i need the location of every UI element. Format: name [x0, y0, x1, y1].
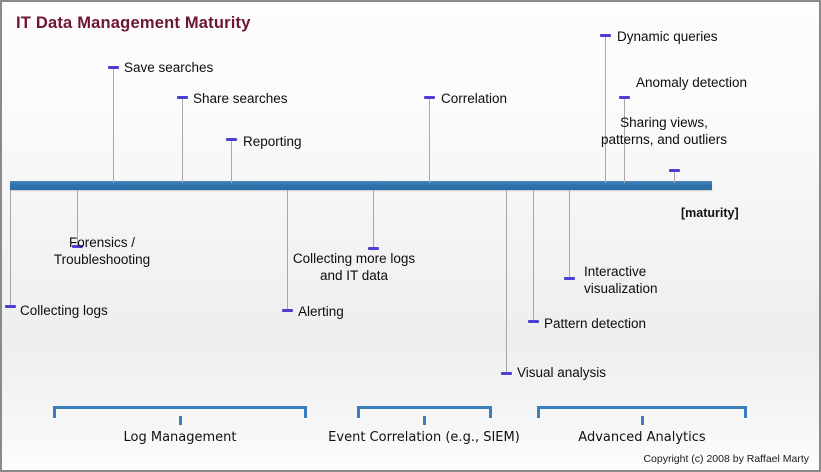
milestone-stem-pattern-detection [533, 190, 534, 322]
milestone-marker-forensics-troubleshooting[interactable] [72, 245, 83, 248]
milestone-label-dynamic-queries: Dynamic queries [617, 29, 718, 44]
bracket-label-event-correlation-e-g-siem: Event Correlation (e.g., SIEM) [328, 430, 520, 445]
milestone-label-sharing-views-patterns-and-outliers: Sharing views, patterns, and outliers [600, 115, 728, 147]
milestone-stem-reporting [231, 138, 232, 183]
milestone-label-share-searches: Share searches [193, 91, 288, 106]
milestone-label-correlation: Correlation [441, 91, 508, 106]
milestone-label-anomaly-detection: Anomaly detection [636, 75, 748, 90]
milestone-label-interactive-visualization: Interactive visualization [584, 264, 658, 296]
milestone-stem-interactive-visualization [569, 190, 570, 279]
axis-label-maturity: [maturity] [681, 206, 739, 220]
milestone-marker-correlation[interactable] [424, 96, 435, 99]
milestone-stem-anomaly-detection [624, 96, 625, 183]
milestone-stem-share-searches [182, 96, 183, 183]
bracket-tick-log-management [179, 416, 182, 425]
milestone-marker-sharing-views-patterns-and-outliers[interactable] [669, 169, 680, 172]
milestone-marker-save-searches[interactable] [108, 66, 119, 69]
milestone-stem-save-searches [113, 66, 114, 183]
milestone-label-pattern-detection: Pattern detection [544, 316, 647, 331]
milestone-marker-pattern-detection[interactable] [528, 320, 539, 323]
milestone-marker-share-searches[interactable] [177, 96, 188, 99]
bracket-tick-event-correlation-e-g-siem [423, 416, 426, 425]
milestone-label-reporting: Reporting [243, 134, 302, 149]
milestone-label-visual-analysis: Visual analysis [517, 365, 607, 380]
milestone-marker-alerting[interactable] [282, 309, 293, 312]
milestone-stem-alerting [287, 190, 288, 311]
copyright-notice: Copyright (c) 2008 by Raffael Marty [643, 453, 809, 465]
bracket-tick-advanced-analytics [641, 416, 644, 425]
milestone-marker-reporting[interactable] [226, 138, 237, 141]
milestone-marker-collecting-more-logs-and-it-data[interactable] [368, 247, 379, 250]
milestone-label-collecting-more-logs-and-it-data: Collecting more logs and IT data [292, 251, 416, 283]
maturity-axis-bar [10, 181, 712, 190]
milestone-stem-forensics-troubleshooting [77, 190, 78, 247]
milestone-marker-collecting-logs[interactable] [5, 305, 16, 308]
milestone-label-alerting: Alerting [298, 304, 344, 319]
milestone-label-collecting-logs: Collecting logs [20, 303, 108, 318]
milestone-stem-collecting-more-logs-and-it-data [373, 190, 374, 249]
milestone-label-save-searches: Save searches [124, 60, 214, 75]
milestone-marker-interactive-visualization[interactable] [564, 277, 575, 280]
bracket-label-log-management: Log Management [123, 430, 237, 445]
milestone-marker-dynamic-queries[interactable] [600, 34, 611, 37]
milestone-marker-anomaly-detection[interactable] [619, 96, 630, 99]
bracket-label-advanced-analytics: Advanced Analytics [578, 430, 706, 445]
milestone-stem-dynamic-queries [605, 34, 606, 183]
milestone-stem-sharing-views-patterns-and-outliers [674, 169, 675, 183]
milestone-stem-visual-analysis [506, 190, 507, 374]
milestone-marker-visual-analysis[interactable] [501, 372, 512, 375]
milestone-label-forensics-troubleshooting: Forensics / Troubleshooting [53, 235, 151, 267]
milestone-stem-correlation [429, 96, 430, 183]
page-title: IT Data Management Maturity [16, 14, 251, 32]
milestone-stem-collecting-logs [10, 190, 11, 307]
